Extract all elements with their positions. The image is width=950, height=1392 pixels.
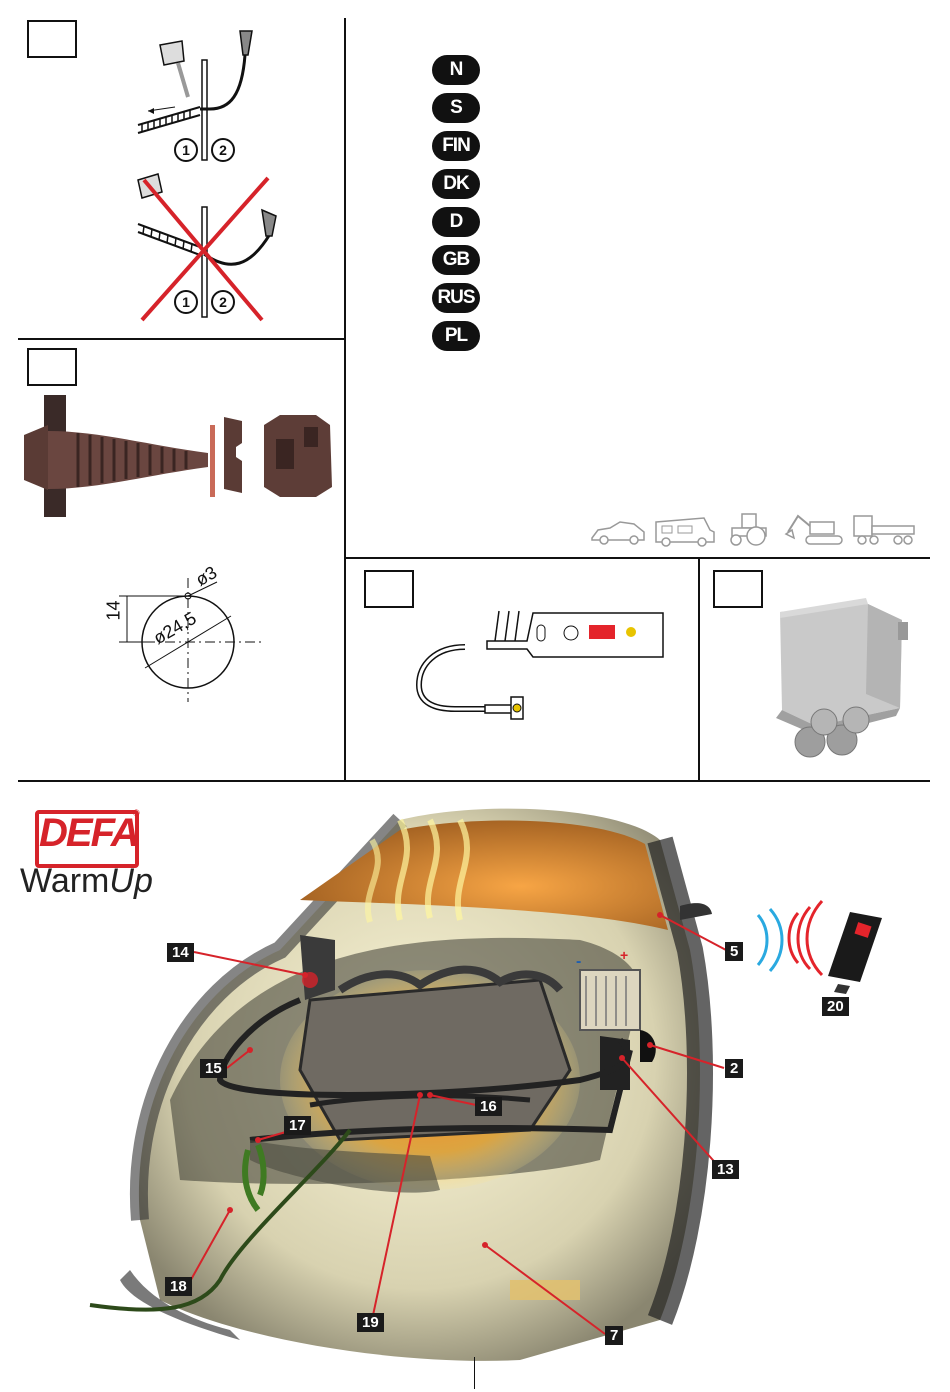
control-module-illustration (746, 598, 916, 768)
battery-minus: - (576, 953, 581, 970)
car-icon (590, 520, 646, 546)
sensor-cable-illustration (415, 605, 675, 735)
car-cutaway-illustration: - + (100, 800, 720, 1370)
lang-badge-dk[interactable]: DK (432, 169, 480, 199)
installation-wrong-illustration (130, 172, 270, 322)
callout-18: 18 (165, 1277, 192, 1296)
lang-badge-pl[interactable]: PL (432, 321, 480, 351)
callout-15: 15 (200, 1059, 227, 1078)
battery-plus: + (620, 947, 628, 963)
truck-icon (852, 512, 918, 546)
callout-19: 19 (357, 1313, 384, 1332)
installation-correct-illustration (130, 25, 250, 155)
remote-control-device (810, 908, 890, 998)
grommet-parts-illustration (18, 395, 338, 515)
callout-20: 20 (822, 997, 849, 1016)
lang-badge-rus[interactable]: RUS (432, 283, 480, 313)
lang-badge-n[interactable]: N (432, 55, 480, 85)
lang-badge-d[interactable]: D (432, 207, 480, 237)
excavator-icon (784, 512, 848, 546)
step-number-1: 1 (174, 138, 198, 162)
callout-17: 17 (284, 1116, 311, 1135)
tractor-icon (728, 512, 772, 546)
divider-vertical-top (344, 18, 346, 780)
callout-5: 5 (725, 942, 743, 961)
callout-2: 2 (725, 1059, 743, 1078)
divider-right-1 (344, 557, 930, 559)
lang-badge-s[interactable]: S (432, 93, 480, 123)
lang-badge-gb[interactable]: GB (432, 245, 480, 275)
step-box-1 (27, 20, 77, 58)
hole-dimension-drawing (105, 560, 285, 710)
camper-icon (654, 514, 716, 546)
step-number-2: 2 (211, 138, 235, 162)
callout-7: 7 (605, 1326, 623, 1345)
callout-14: 14 (167, 943, 194, 962)
callout-16: 16 (475, 1097, 502, 1116)
divider-left-1 (18, 338, 345, 340)
step-box-2 (27, 348, 77, 386)
dimension-height: 14 (104, 600, 125, 620)
callout-13: 13 (712, 1160, 739, 1179)
step-number-1b: 1 (174, 290, 198, 314)
divider-bottom (18, 780, 930, 782)
step-box-3 (364, 570, 414, 608)
lang-badge-fin[interactable]: FIN (432, 131, 480, 161)
page-fold-mark (474, 1357, 475, 1389)
divider-right-2 (698, 557, 700, 780)
step-number-2b: 2 (211, 290, 235, 314)
